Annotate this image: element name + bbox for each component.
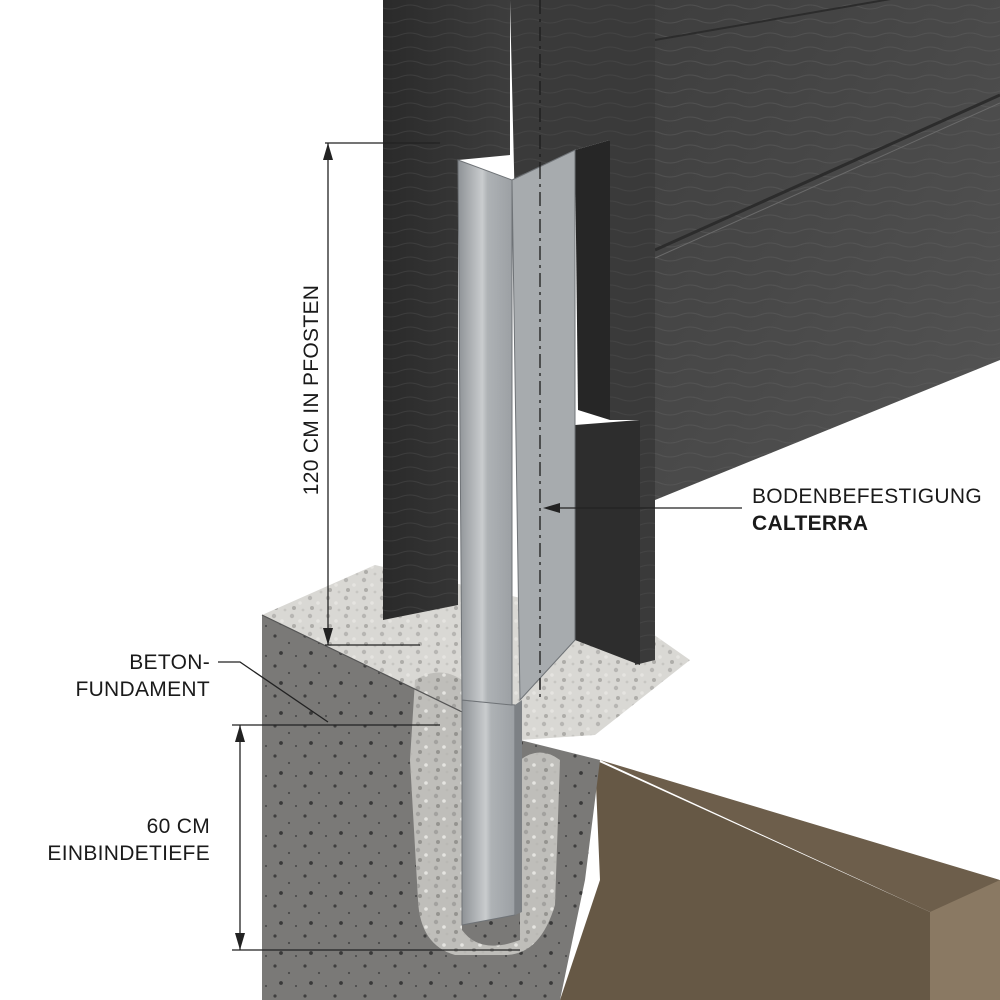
leader-foundation — [218, 661, 329, 723]
depth-line1: 60 CM — [146, 815, 210, 838]
foundation-line1: BETON- — [129, 651, 210, 674]
foundation-label: BETON- FUNDAMENT — [75, 651, 210, 702]
foundation-line2: FUNDAMENT — [75, 678, 210, 701]
soil-block — [560, 760, 1000, 1000]
ground-surface — [580, 700, 1000, 880]
ground-fixing-label: BODENBEFESTIGUNG CALTERRA — [752, 485, 982, 536]
dimension-60cm — [232, 724, 520, 951]
post-length-label: 120 CM IN PFOSTEN — [300, 284, 323, 496]
steel-anchor-lower — [461, 699, 522, 926]
ground-fixing-brand: CALTERRA — [752, 512, 869, 535]
fence-boards — [654, 0, 1000, 500]
depth-label: 60 CM EINBINDETIEFE — [47, 815, 210, 866]
ground-fixing-line1: BODENBEFESTIGUNG — [752, 485, 982, 508]
leader-ground-fixing — [543, 503, 742, 513]
depth-line2: EINBINDETIEFE — [47, 842, 210, 865]
steel-anchor-upper — [457, 149, 576, 706]
dimension-120cm — [323, 142, 440, 646]
